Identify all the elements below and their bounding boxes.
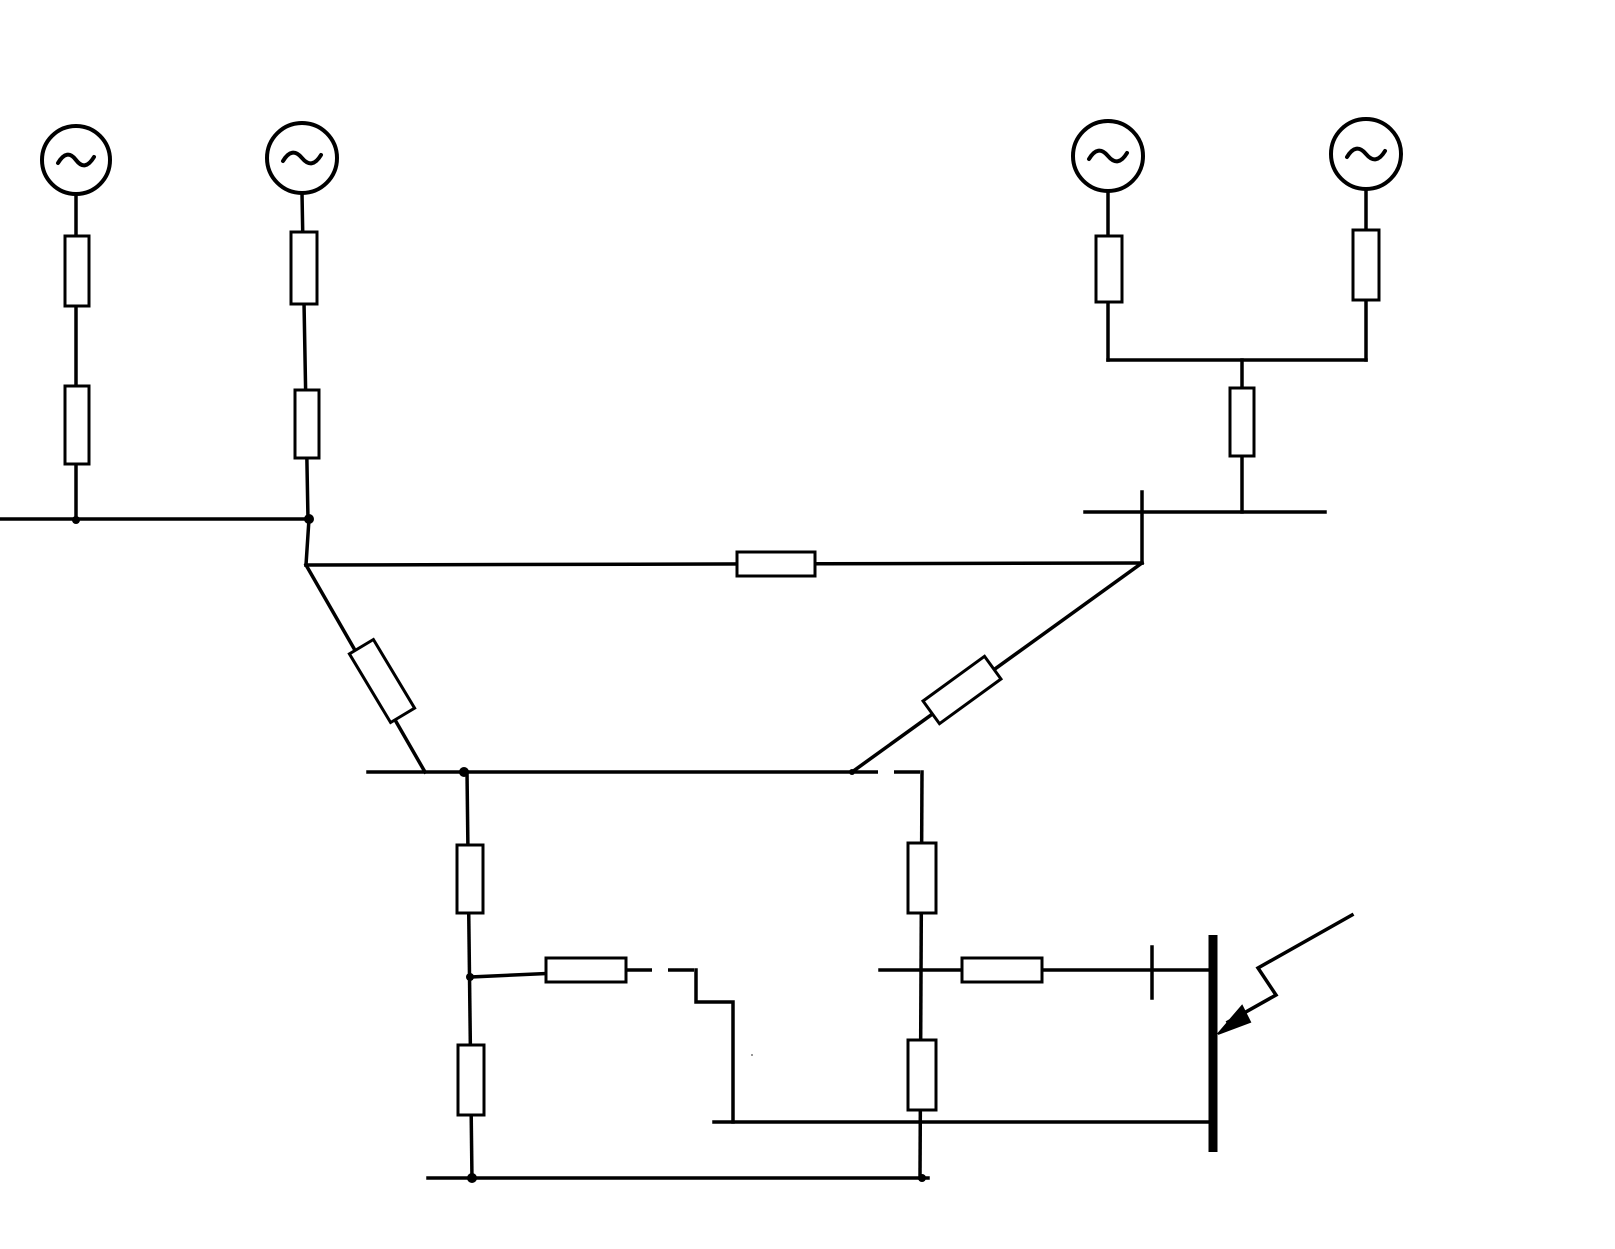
- resistor-left-upper: [455, 843, 485, 915]
- line-diag-right: [849, 560, 1145, 775]
- resistor-right-lower: [906, 1038, 938, 1112]
- resistor-line-top: [735, 550, 817, 578]
- resistor-g34-common: [1228, 386, 1256, 458]
- generator-4-symbol: ~: [0, 0, 1, 1]
- resistor-left-lower: [456, 1043, 486, 1117]
- resistor-g1-upper: [63, 234, 91, 308]
- resistor-diag-left: [347, 637, 417, 725]
- resistor-stub-left: [544, 956, 628, 984]
- resistor-right-upper: [906, 841, 938, 915]
- branch-generator-4: [1351, 187, 1381, 362]
- resistor-stub-right: [960, 956, 1044, 984]
- generator-1-symbol: ~: [0, 0, 1, 1]
- resistor-g2-upper: [289, 230, 319, 306]
- generator-2-symbol: ~: [0, 0, 1, 1]
- resistor-g4: [1351, 228, 1381, 302]
- line-top: [304, 561, 1144, 567]
- resistor-g1-lower: [63, 384, 91, 466]
- generator-3: ~: [0, 0, 1145, 193]
- generator-1: ~: [0, 0, 112, 196]
- resistor-diag-right: [920, 654, 1004, 726]
- generator-3-symbol: ~: [0, 0, 1, 1]
- branch-generator-2: [289, 191, 321, 522]
- resistor-g2-lower: [293, 388, 321, 460]
- branch-generator-1: [63, 192, 91, 522]
- branch-generator-3: [1094, 189, 1124, 362]
- generator-4: ~: [0, 0, 1403, 191]
- resistor-g3: [1094, 234, 1124, 304]
- lightning-arrow-icon: [1217, 912, 1355, 1035]
- branch-right-vertical: [918, 770, 924, 1180]
